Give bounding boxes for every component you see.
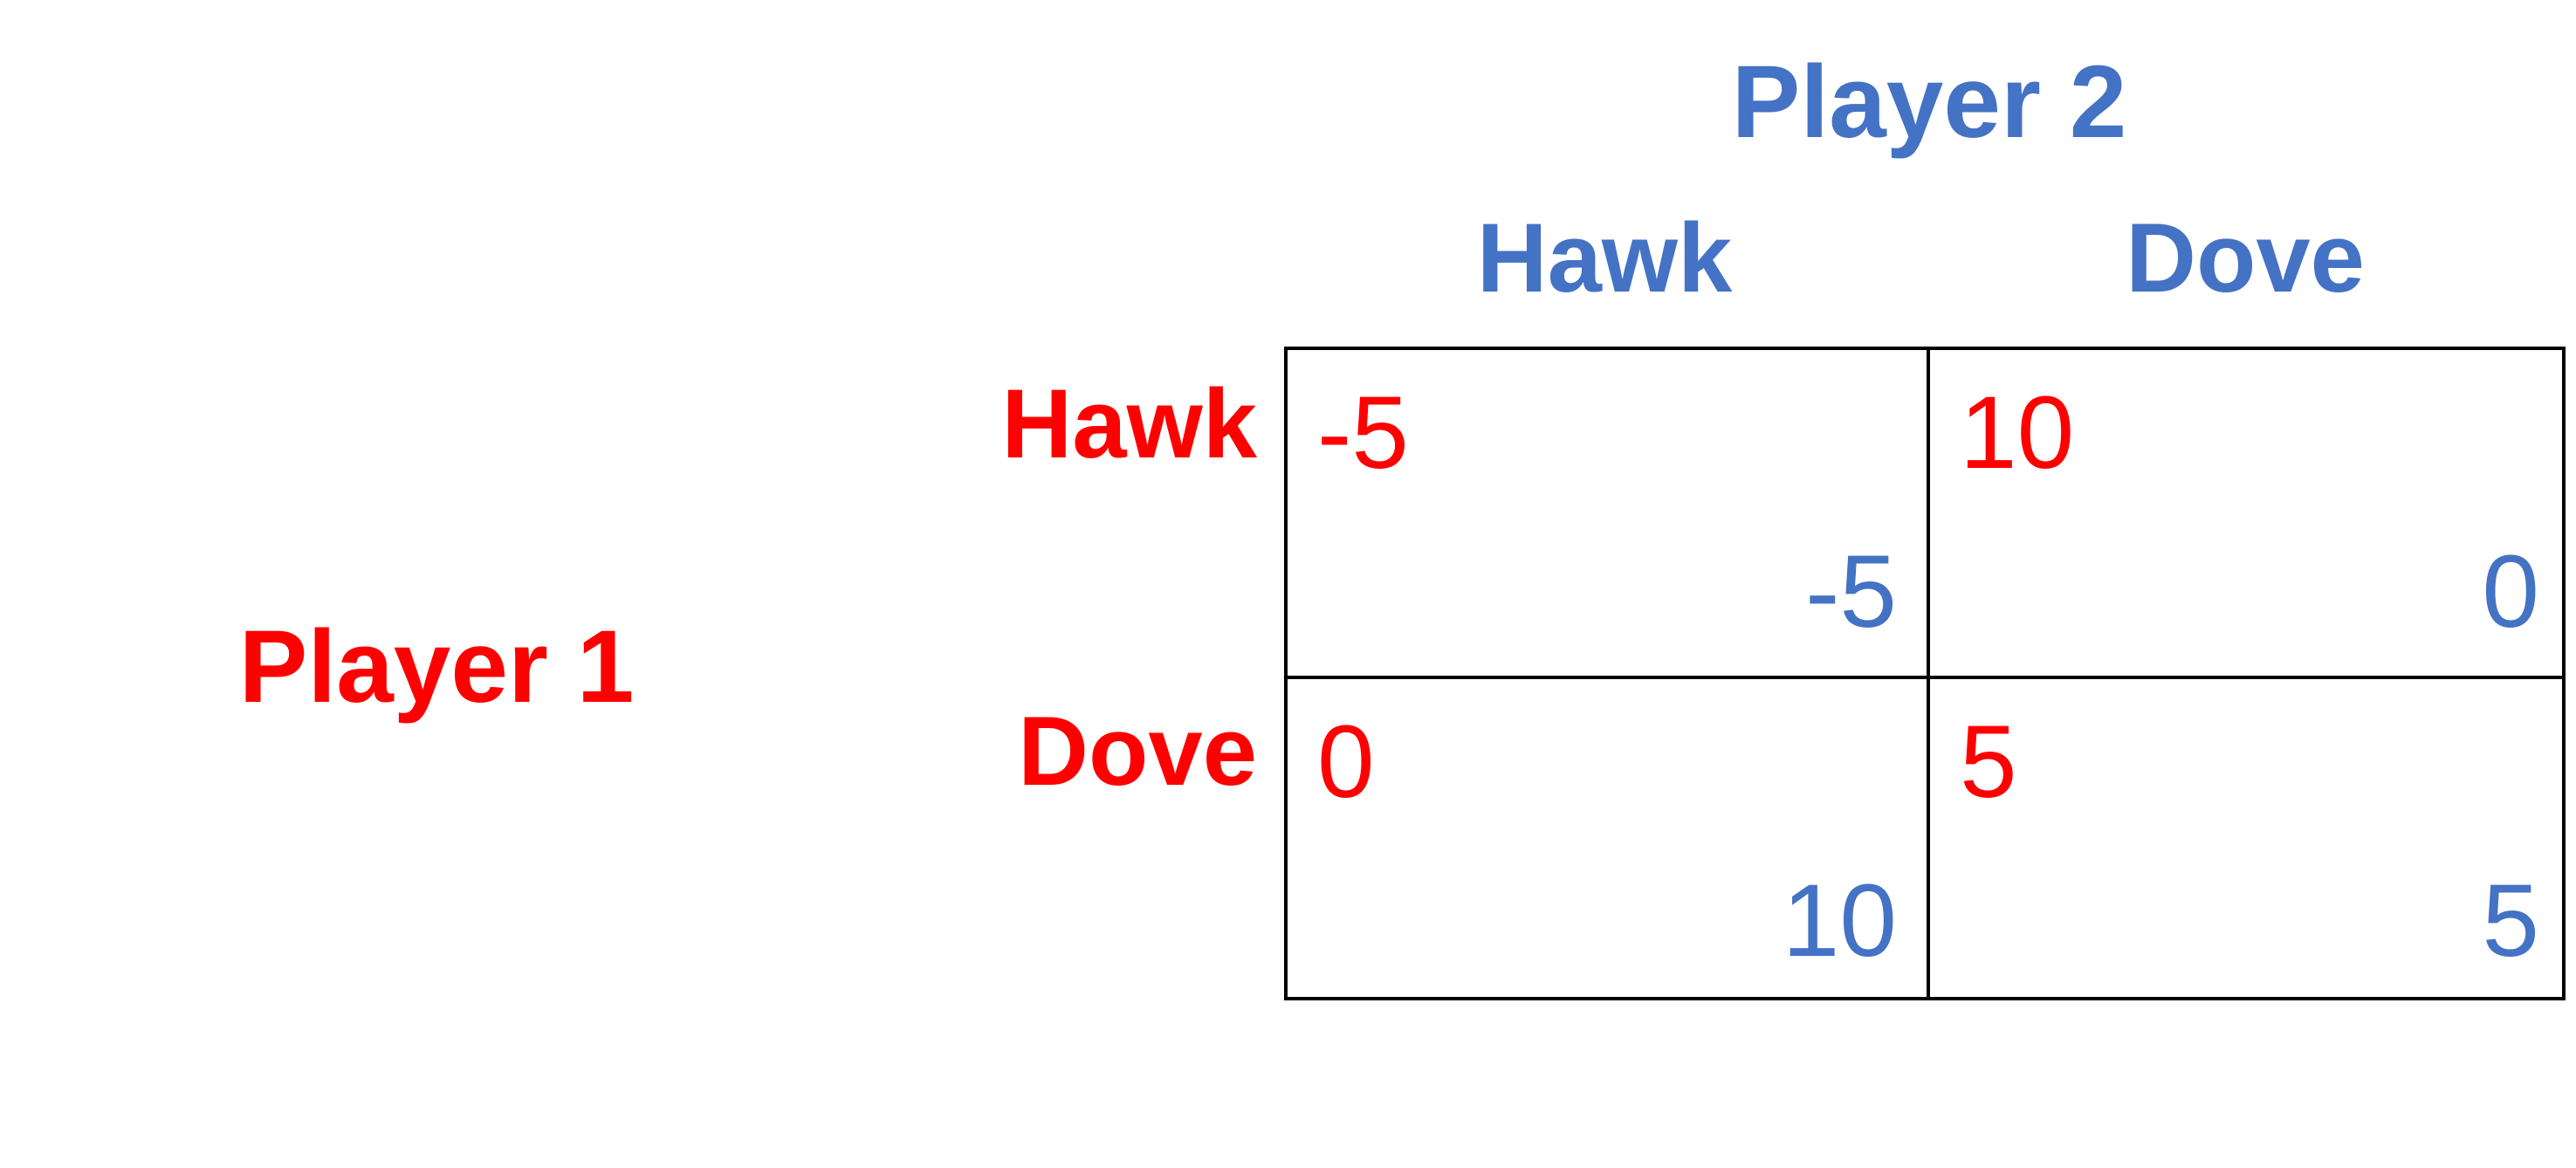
player2-payoff: 5 [2482, 863, 2539, 979]
player1-title: Player 1 [238, 609, 635, 725]
cell-hawk-dove: 10 0 [1930, 350, 2569, 675]
cell-hawk-hawk: -5 -5 [1288, 350, 1927, 675]
player2-payoff: 0 [2482, 534, 2539, 649]
matrix-vertical-divider [1927, 350, 1930, 997]
column-strategy-dove: Dove [2126, 203, 2365, 313]
player1-payoff: 5 [1960, 704, 2017, 820]
player2-payoff: -5 [1805, 534, 1897, 649]
cell-dove-dove: 5 5 [1930, 679, 2569, 1004]
player2-title: Player 2 [1731, 45, 2127, 160]
cell-dove-hawk: 0 10 [1288, 679, 1927, 1004]
row-strategy-hawk: Hawk [1001, 369, 1257, 478]
player2-payoff: 10 [1782, 863, 1897, 979]
column-strategy-hawk: Hawk [1476, 203, 1733, 313]
payoff-matrix: -5 -5 10 0 0 10 5 5 [1284, 347, 2566, 1000]
row-strategy-dove: Dove [1018, 697, 1257, 806]
matrix-horizontal-divider [1288, 676, 2562, 679]
player1-payoff: 10 [1960, 375, 2075, 491]
player1-payoff: 0 [1317, 704, 1375, 820]
player1-payoff: -5 [1317, 375, 1409, 491]
